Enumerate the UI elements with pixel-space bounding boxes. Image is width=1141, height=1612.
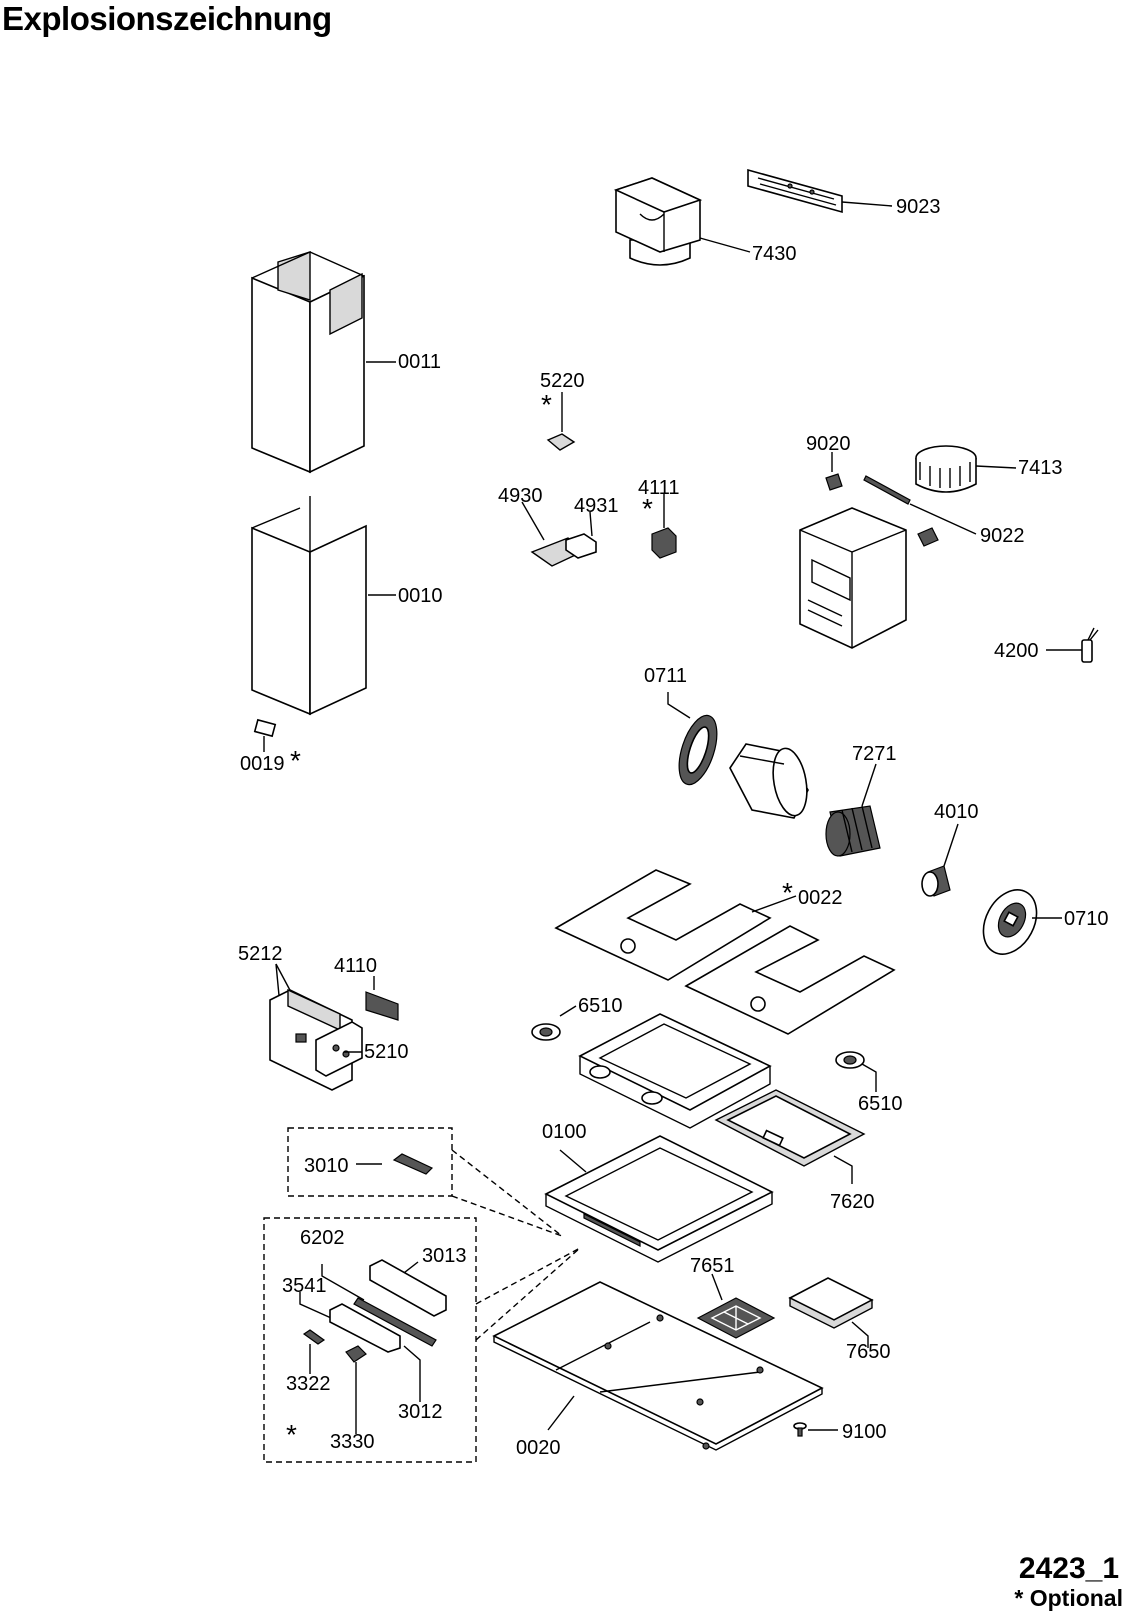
label-9100: 9100	[842, 1421, 887, 1443]
page-title: Explosionszeichnung	[2, 0, 332, 37]
label-4110: 4110	[334, 955, 377, 977]
label-5212: 5212	[238, 943, 283, 965]
label-0010: 0010	[398, 585, 443, 607]
part-9100-screw[interactable]	[793, 1422, 807, 1437]
label-0100: 0100	[542, 1121, 587, 1143]
part-9023-bracket[interactable]	[747, 168, 843, 214]
label-9022: 9022	[980, 525, 1025, 547]
label-9023: 9023	[896, 196, 941, 218]
label-6510-left: 6510	[578, 995, 623, 1017]
label-0710: 0710	[1064, 908, 1109, 930]
part-7650-filter-pad[interactable]	[788, 1277, 874, 1329]
drawing-code: 2423_1	[1018, 1552, 1119, 1585]
optional-marker: *	[286, 1419, 297, 1450]
part-0100-frame[interactable]	[544, 1135, 774, 1263]
part-6510-lamp-holder-left[interactable]	[531, 1023, 561, 1041]
optional-marker-0022: *	[782, 877, 793, 908]
part-4200-capacitor[interactable]	[1081, 639, 1093, 663]
label-3541: 3541	[282, 1275, 327, 1297]
label-5220: 5220	[540, 370, 585, 392]
part-0020-bottom-panel[interactable]	[492, 1281, 824, 1451]
part-7430-duct-connector[interactable]	[613, 177, 703, 266]
part-9020-clip[interactable]	[825, 473, 843, 491]
label-3012: 3012	[398, 1401, 443, 1423]
label-0020: 0020	[516, 1437, 561, 1459]
hood-frame	[578, 1013, 772, 1129]
part-3013-component[interactable]	[369, 1259, 447, 1317]
label-7650: 7650	[846, 1341, 891, 1363]
fan-scroll-housing	[729, 743, 809, 819]
part-6510-lamp-holder-right[interactable]	[835, 1051, 865, 1069]
optional-marker-5220: *	[541, 389, 552, 420]
part-3541-component[interactable]	[329, 1303, 401, 1353]
label-3322: 3322	[286, 1373, 331, 1395]
part-3010-component[interactable]	[392, 1153, 434, 1175]
label-3013: 3013	[422, 1245, 467, 1267]
part-4111-light-switch[interactable]	[651, 527, 677, 559]
part-7271-impeller[interactable]	[825, 805, 881, 857]
part-0011-upper-chimney[interactable]	[251, 251, 365, 474]
label-4010: 4010	[934, 801, 979, 823]
part-7620-filter[interactable]	[714, 1089, 866, 1167]
part-7413-outlet-ring[interactable]	[915, 445, 977, 493]
part-4931-module[interactable]	[565, 533, 597, 559]
part-0711-inlet-ring[interactable]	[672, 711, 725, 789]
part-5210-pcb[interactable]	[315, 1021, 363, 1077]
label-0022: 0022	[798, 887, 843, 909]
label-7413: 7413	[1018, 457, 1063, 479]
label-3010: 3010	[304, 1155, 349, 1177]
part-9022-clip[interactable]	[917, 527, 939, 547]
part-4110-switch[interactable]	[365, 991, 399, 1021]
optional-footnote: * Optional	[1014, 1585, 1123, 1611]
label-7271: 7271	[852, 743, 897, 765]
label-5210: 5210	[364, 1041, 409, 1063]
detail-box-3010	[287, 1127, 453, 1197]
label-7430: 7430	[752, 243, 797, 265]
part-6202-strip[interactable]	[353, 1297, 437, 1347]
optional-marker-0019: *	[290, 745, 301, 776]
part-3322-component[interactable]	[302, 1329, 326, 1345]
part-0010-lower-chimney[interactable]	[251, 496, 367, 716]
part-0019-rating-label[interactable]	[253, 718, 277, 738]
label-6202: 6202	[300, 1227, 345, 1249]
fan-housing	[799, 507, 907, 649]
label-7651: 7651	[690, 1255, 735, 1277]
part-0022-cover-plate[interactable]	[554, 869, 896, 1035]
label-4200: 4200	[994, 640, 1039, 662]
part-9022-strip[interactable]	[863, 475, 911, 505]
label-7620: 7620	[830, 1191, 875, 1213]
label-4930: 4930	[498, 485, 543, 507]
label-0011: 0011	[398, 351, 441, 373]
label-0019: 0019	[240, 753, 285, 775]
optional-marker-4111: *	[642, 493, 653, 524]
label-9020: 9020	[806, 433, 851, 455]
label-3330: 3330	[330, 1431, 375, 1453]
label-4111: 4111	[638, 477, 680, 499]
part-3330-component[interactable]	[345, 1345, 367, 1363]
label-4931: 4931	[574, 495, 619, 517]
part-0710-inlet-ring[interactable]	[973, 881, 1047, 964]
label-0711: 0711	[644, 665, 687, 687]
part-4010-motor[interactable]	[921, 865, 951, 897]
label-6510-right: 6510	[858, 1093, 903, 1115]
part-7651-charcoal-filter[interactable]	[696, 1297, 776, 1339]
part-5220-switch[interactable]	[546, 433, 576, 451]
